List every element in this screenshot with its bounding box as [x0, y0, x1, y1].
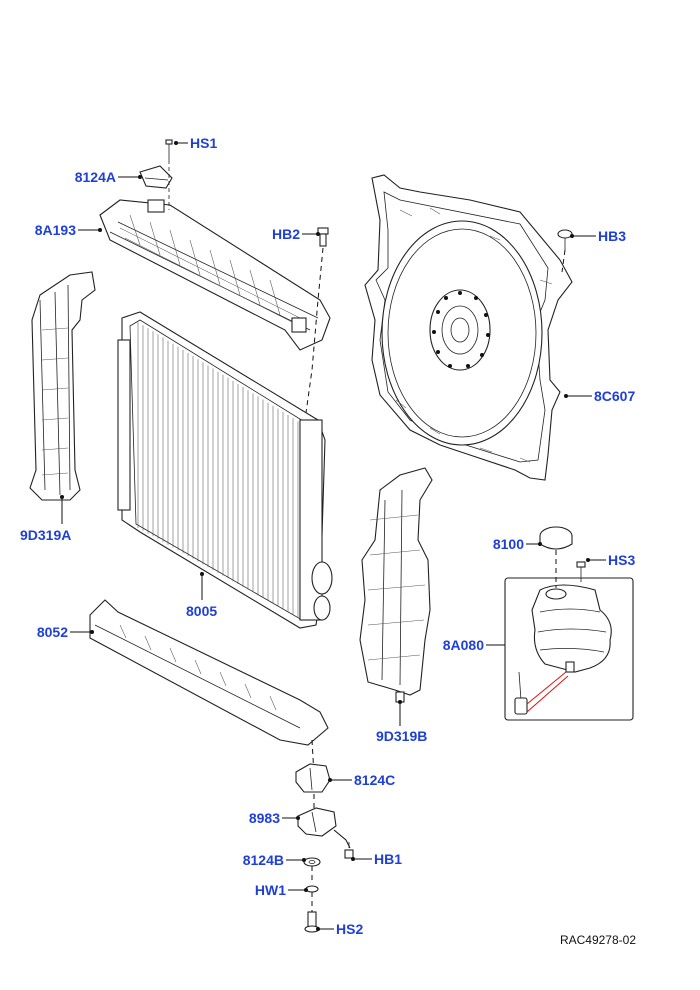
- left-air-deflector-9d319a: [29, 271, 96, 501]
- callout-hb1: HB1: [374, 851, 402, 867]
- callout-8124c: 8124C: [354, 772, 395, 788]
- callout-hb2: HB2: [272, 226, 300, 242]
- radiator-8005: [117, 311, 333, 629]
- washer-hw1: [305, 885, 319, 893]
- callout-8a080: 8A080: [443, 637, 484, 653]
- mounting-bracket-8124a: [139, 165, 173, 189]
- lower-radiator-support-8052: [89, 599, 329, 746]
- reservoir-cap-8100: [539, 526, 573, 550]
- bracket-8983: [297, 807, 337, 837]
- callout-hb3: HB3: [598, 228, 626, 244]
- callout-8124a: 8124A: [75, 169, 116, 185]
- callout-8124b: 8124B: [243, 852, 284, 868]
- upper-radiator-support-8a193: [99, 199, 331, 351]
- screw-hs1: [165, 139, 173, 160]
- callout-8983: 8983: [249, 810, 280, 826]
- callout-8c607: 8C607: [594, 388, 635, 404]
- leader-lines: [60, 141, 606, 931]
- right-air-deflector-9d319b: [359, 467, 433, 703]
- callout-hw1: HW1: [255, 882, 286, 898]
- reference-code: RAC49278-02: [560, 933, 636, 947]
- callout-9d319b: 9D319B: [376, 728, 427, 744]
- callout-8a193: 8A193: [35, 222, 76, 238]
- hose-connector: [514, 671, 528, 715]
- washer-8124b: [303, 857, 321, 867]
- screw-hs3: [576, 561, 586, 582]
- callout-hs2: HS2: [336, 921, 363, 937]
- callout-8052: 8052: [37, 624, 68, 640]
- bolt-hb2: [317, 227, 329, 247]
- callout-8005: 8005: [186, 603, 217, 619]
- screw-hb3: [557, 229, 573, 250]
- callout-8100: 8100: [493, 536, 524, 552]
- bolt-hb1: [344, 842, 354, 859]
- callout-hs1: HS1: [190, 135, 217, 151]
- callout-hs3: HS3: [608, 552, 635, 568]
- callout-9d319a: 9D319A: [20, 527, 71, 543]
- fan-shroud-8c607: [364, 174, 573, 481]
- coolant-expansion-tank-8a080: [531, 584, 612, 673]
- screw-hs2: [304, 911, 320, 933]
- isolator-8124c: [295, 763, 331, 793]
